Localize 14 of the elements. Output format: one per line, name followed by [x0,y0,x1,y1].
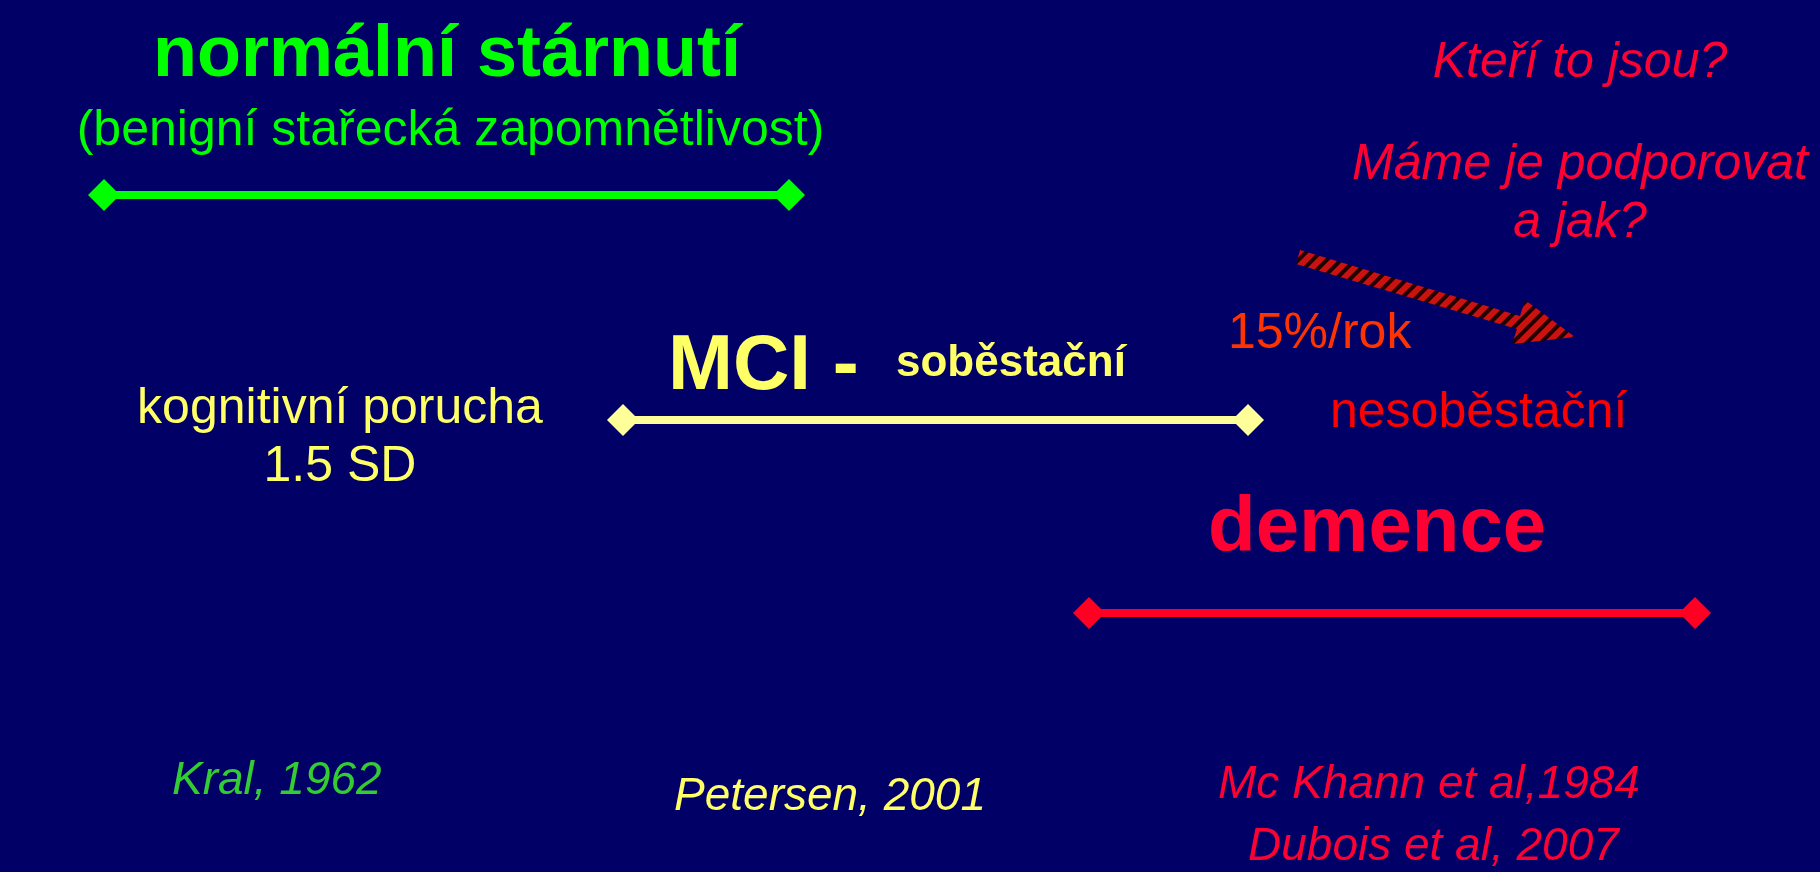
subheading: (benigní stařecká zapomnětlivost) [75,100,826,158]
rate-label: 15%/rok [1228,303,1412,361]
citation: Mc Khann et al,1984 [1218,756,1640,809]
citation: Petersen, 2001 [674,768,986,821]
stage-note: soběstační [896,336,1126,387]
stage-heading: demence [1208,480,1547,570]
stage-note: kognitivní porucha 1.5 SD [136,378,544,493]
citation: Dubois et al, 2007 [1248,818,1619,871]
citation: Kral, 1962 [172,752,382,805]
stage-heading: MCI - [668,318,859,408]
question-text: Kteří to jsou? [1431,32,1729,90]
question-text: Máme je podporovat a jak? [1351,134,1811,249]
heading: normální stárnutí [151,10,744,93]
stage-note: nesoběstační [1330,382,1628,440]
